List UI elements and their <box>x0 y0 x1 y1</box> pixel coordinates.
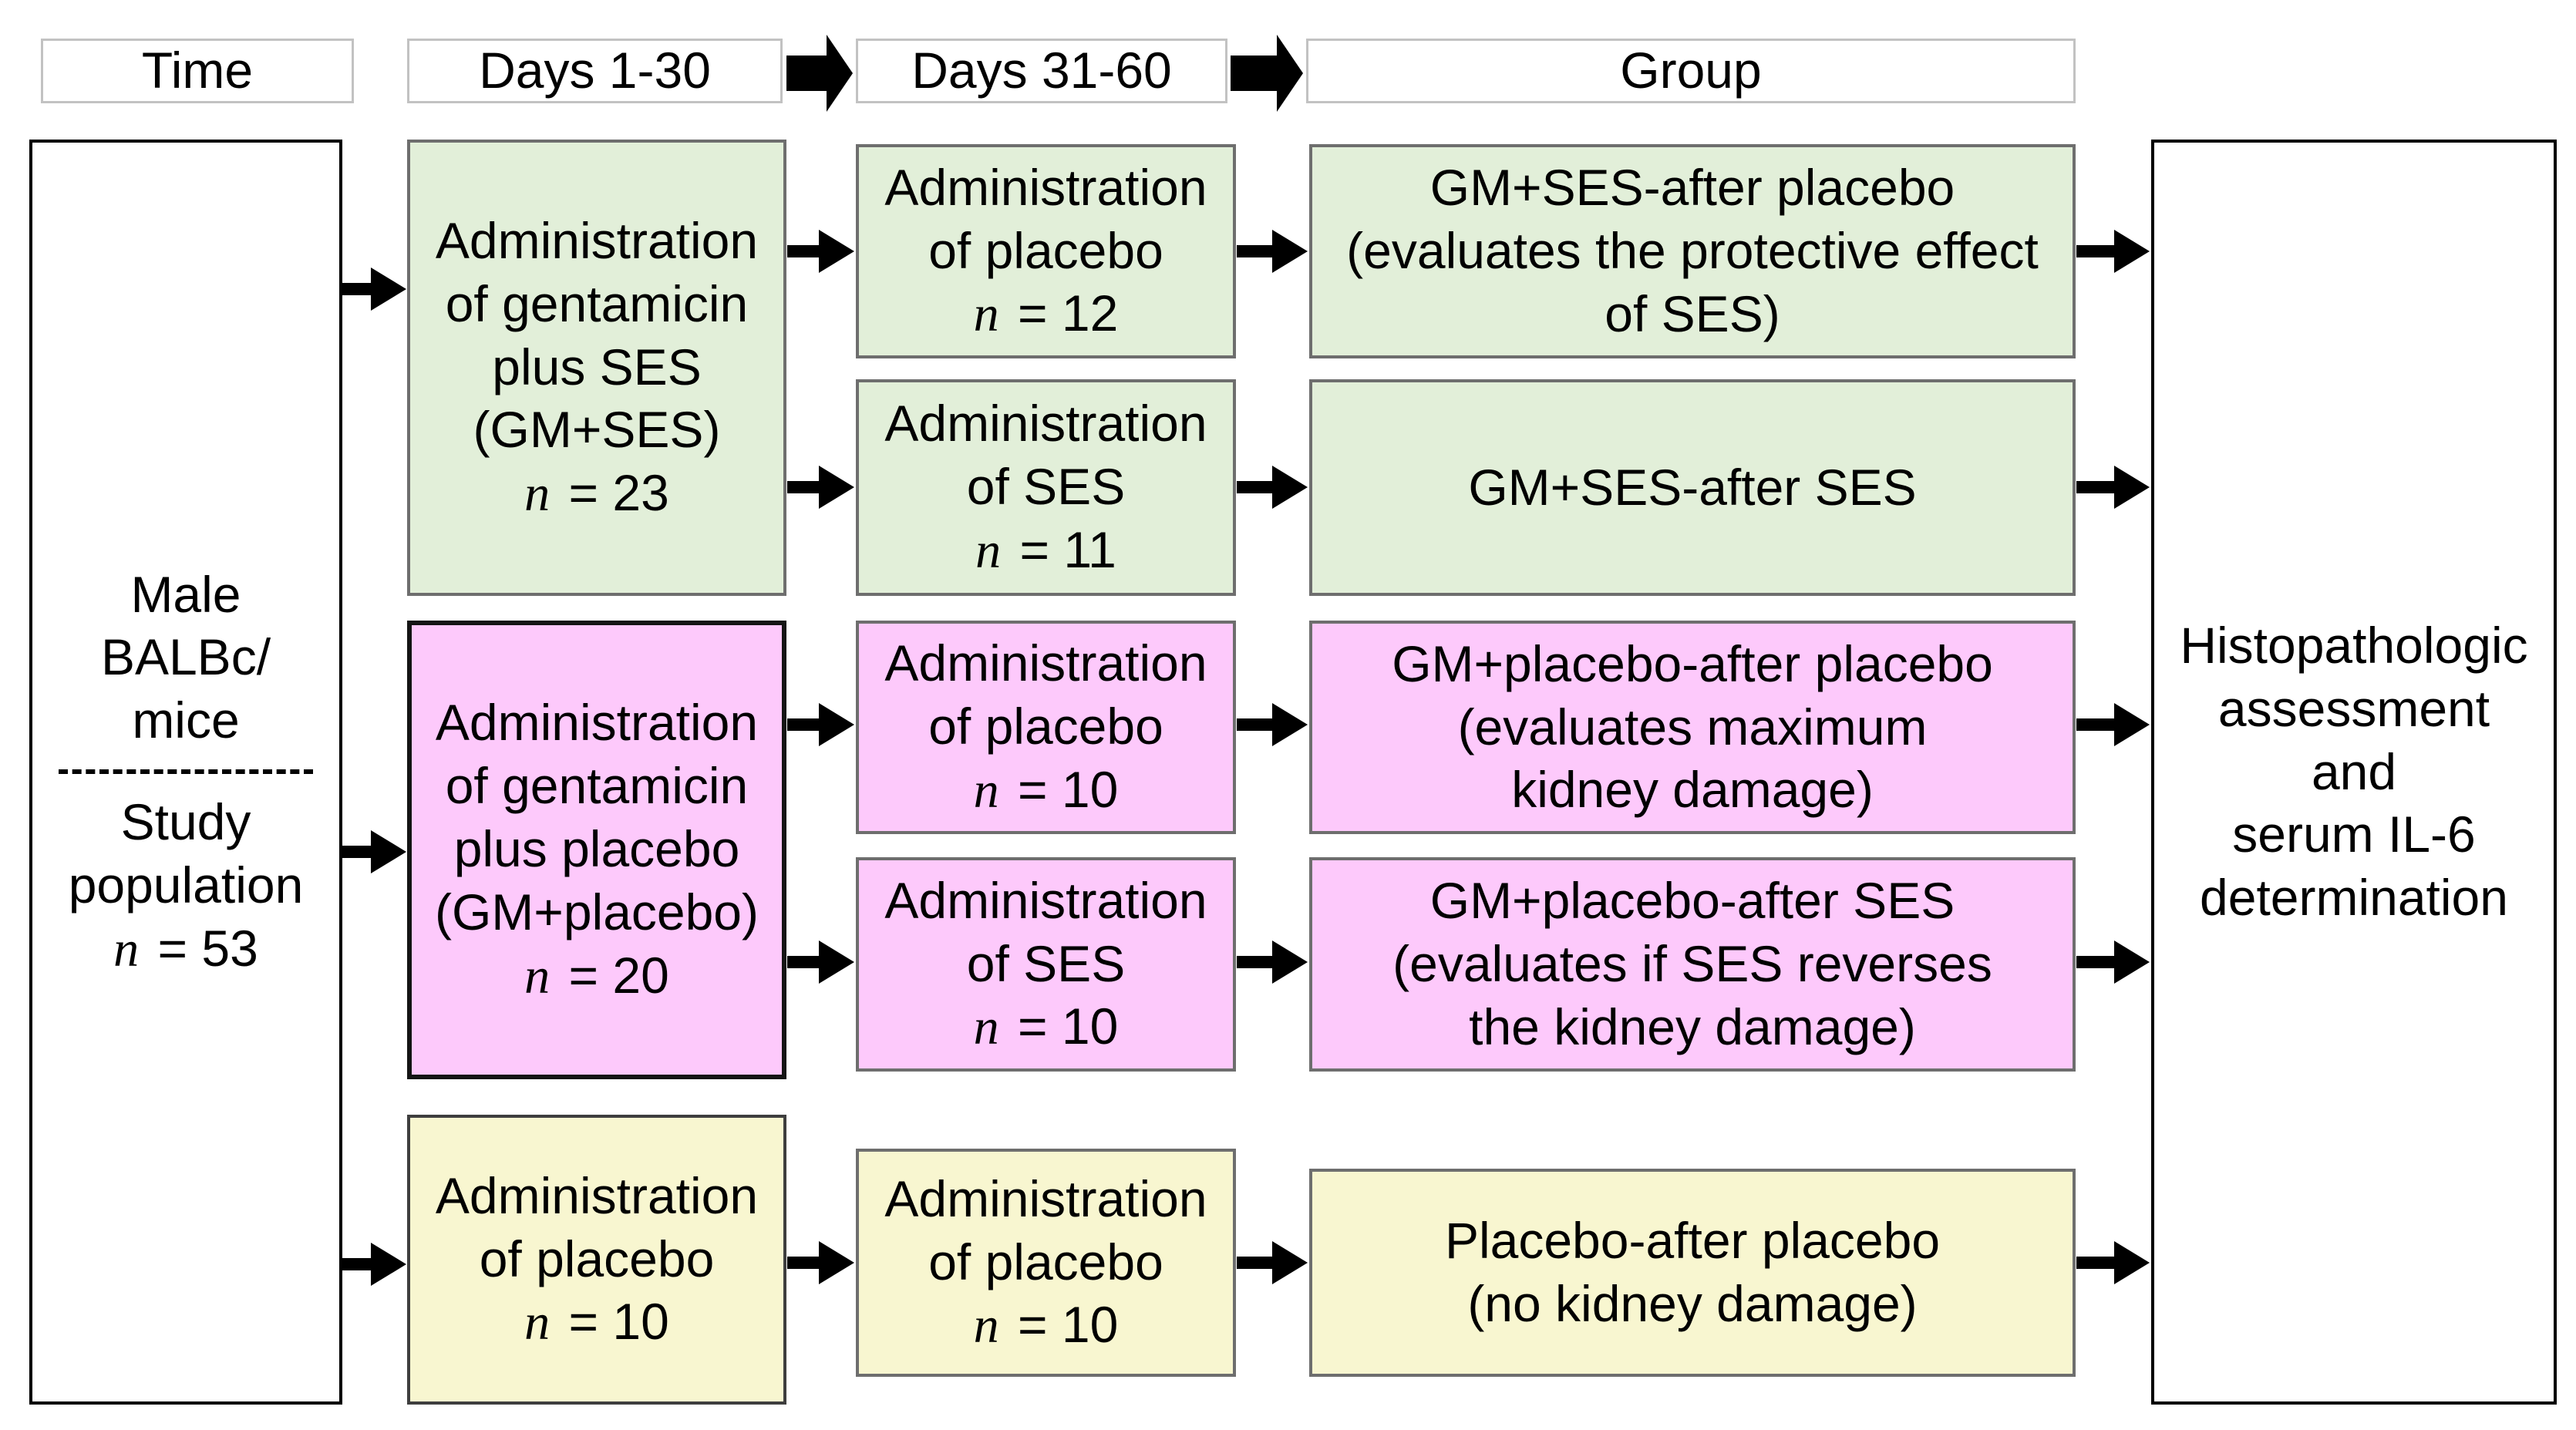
header-days-31-60-label: Days 31-60 <box>911 42 1172 99</box>
header-group-label: Group <box>1620 42 1762 99</box>
flow-arrow-icon <box>2076 1241 2150 1284</box>
flow-arrow-icon <box>342 830 406 873</box>
box-days31-60-placebo-after-placebo: Administration of placebo n = 10 <box>856 1149 1236 1377</box>
flow-arrow-icon <box>1237 703 1308 746</box>
box-n: n = 20 <box>524 946 669 1004</box>
flow-arrow-icon <box>787 1241 854 1284</box>
group-text: GM+SES-after placebo (evaluates the prot… <box>1346 159 2039 342</box>
group-gmses-after-ses: GM+SES-after SES <box>1309 379 2076 596</box>
box-n: n = 10 <box>973 998 1119 1056</box>
box-days31-60-placebo-after-gmplacebo: Administration of placebo n = 10 <box>856 621 1236 834</box>
group-text: GM+placebo-after placebo (evaluates maxi… <box>1392 634 1993 819</box>
study-population-n: n = 53 <box>113 919 258 977</box>
header-time-label: Time <box>141 42 254 99</box>
flow-arrow-icon <box>787 940 854 984</box>
box-n: n = 11 <box>975 520 1116 579</box>
group-gmplacebo-after-ses: GM+placebo-after SES (evaluates if SES r… <box>1309 857 2076 1072</box>
study-population-label: Study population <box>68 793 304 914</box>
box-text: Administration of placebo <box>884 1169 1207 1290</box>
study-population-box: Male BALBc/ mice Study population n = 53 <box>29 140 342 1405</box>
group-text: Placebo-after placebo (no kidney damage) <box>1444 1212 1941 1332</box>
dashed-divider <box>59 769 313 774</box>
flow-arrow-icon <box>342 267 406 311</box>
box-days31-60-placebo-after-gmses: Administration of placebo n = 12 <box>856 144 1236 358</box>
flow-arrow-icon <box>342 1243 406 1286</box>
box-text: Administration of placebo <box>884 158 1207 279</box>
flow-arrow-icon <box>1237 1241 1308 1284</box>
box-days1-30-gm-placebo: Administration of gentamicin plus placeb… <box>407 621 786 1079</box>
timeline-arrow-icon <box>786 35 853 112</box>
group-text: GM+placebo-after SES (evaluates if SES r… <box>1392 872 1992 1055</box>
flow-arrow-icon <box>2076 703 2150 746</box>
flow-arrow-icon <box>2076 230 2150 273</box>
box-n: n = 10 <box>973 760 1119 819</box>
group-gmplacebo-after-placebo: GM+placebo-after placebo (evaluates maxi… <box>1309 621 2076 834</box>
header-days-1-30: Days 1-30 <box>407 39 783 103</box>
flow-arrow-icon <box>787 466 854 509</box>
header-group: Group <box>1306 39 2076 103</box>
box-days31-60-ses-after-gmses: Administration of SES n = 11 <box>856 379 1236 596</box>
header-days-1-30-label: Days 1-30 <box>479 42 711 99</box>
group-text: GM+SES-after SES <box>1468 458 1917 516</box>
flow-arrow-icon <box>1237 940 1308 984</box>
box-text: Administration of placebo <box>884 634 1207 755</box>
group-placebo-after-placebo: Placebo-after placebo (no kidney damage) <box>1309 1169 2076 1377</box>
box-text: Administration of gentamicin plus SES (G… <box>435 211 759 459</box>
box-days31-60-ses-after-gmplacebo: Administration of SES n = 10 <box>856 857 1236 1072</box>
timeline-arrow-icon <box>1231 35 1303 112</box>
header-time: Time <box>41 39 354 103</box>
box-text: Administration of gentamicin plus placeb… <box>434 694 759 940</box>
group-gmses-after-placebo: GM+SES-after placebo (evaluates the prot… <box>1309 144 2076 358</box>
flow-arrow-icon <box>2076 940 2150 984</box>
box-text: Administration of placebo <box>435 1166 759 1287</box>
box-days1-30-gm-ses: Administration of gentamicin plus SES (G… <box>407 140 786 596</box>
study-population-species: Male BALBc/ mice <box>100 565 271 749</box>
flow-arrow-icon <box>787 703 854 746</box>
box-text: Administration of SES <box>884 395 1207 516</box>
box-days1-30-placebo: Administration of placebo n = 10 <box>407 1115 786 1405</box>
header-days-31-60: Days 31-60 <box>856 39 1227 103</box>
flow-arrow-icon <box>1237 466 1308 509</box>
outcome-box: Histopathologic assessment and serum IL-… <box>2151 140 2557 1405</box>
outcome-text: Histopathologic assessment and serum IL-… <box>2180 616 2528 927</box>
flow-arrow-icon <box>1237 230 1308 273</box>
box-n: n = 10 <box>524 1293 669 1351</box>
flow-arrow-icon <box>2076 466 2150 509</box>
flow-arrow-icon <box>787 230 854 273</box>
box-text: Administration of SES <box>884 871 1207 992</box>
box-n: n = 10 <box>973 1296 1119 1354</box>
box-n: n = 23 <box>524 464 669 523</box>
box-n: n = 12 <box>973 284 1119 343</box>
